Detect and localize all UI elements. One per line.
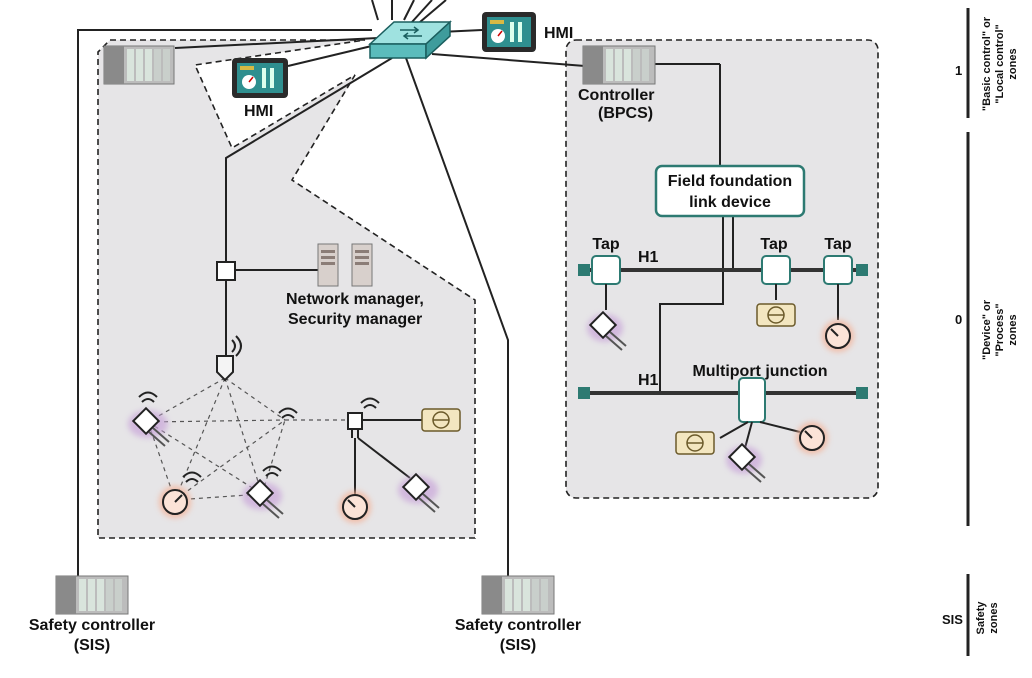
zone-0-line1: "Device" or [981,299,993,360]
wireless-signal-icon [278,407,298,419]
ff-label-line2: link device [689,194,771,211]
zone-0-line3: zones [1007,314,1019,345]
hmi-top-label: HMI [544,25,573,42]
safety-controller-left-icon [55,575,129,615]
h1-bus-upper [578,264,868,276]
safety-left-label-line1: Safety controller [29,617,155,634]
process-drop-wires [605,284,839,449]
controller-bpcs-icon [582,45,656,85]
tap-label-2: Tap [760,236,787,253]
zone-sis-line1: Safety [975,601,987,635]
safety-right-label-line1: Safety controller [455,617,581,634]
ff-label-line1: Field foundation [668,173,792,190]
ff-link-device-box [654,164,806,218]
ethernet-switch [368,20,452,60]
tap-label-3: Tap [824,236,851,253]
zone-legend: 1 "Basic control" or "Local control" zon… [942,8,1019,656]
tap-box-2 [761,255,791,285]
wireless-gauge-icon [159,471,202,518]
zone-1-number: 1 [955,63,962,78]
wireless-sensor-icon [128,391,170,447]
wireless-gateway-icon [216,335,242,382]
hmi-panel-top-icon [482,12,536,52]
controller-label-line1: Controller [578,87,654,104]
netmgr-label-line1: Network manager, [286,291,424,308]
multiport-junction-box [738,377,766,423]
netmgr-label-line2: Security manager [288,311,422,328]
h1-upper-label: H1 [638,249,659,266]
zone-1-line2: "Local control" [994,24,1006,104]
adapter-wires [354,419,422,494]
server-icon [317,243,373,287]
wireless-sensor-icon [242,465,284,519]
h1-lower-label: H1 [638,372,659,389]
zone-sis-line2: zones [988,602,1000,633]
tap-box-1 [591,255,621,285]
zone-1-line1: "Basic control" or [981,16,993,111]
tap-box-3 [823,255,853,285]
wireless-adapter-icon [347,397,380,438]
multiport-label: Multiport junction [692,363,827,380]
temperature-sensor-icon [398,472,440,513]
zone-1-line3: zones [1007,48,1019,79]
pressure-gauge-icon [796,422,828,454]
safety-right-label-line2: (SIS) [500,637,536,654]
pressure-gauge-icon [339,491,371,523]
flow-valve-icon [421,408,461,432]
flow-valve-icon [756,303,796,327]
controller-label-line2: (BPCS) [598,105,653,122]
wireless-zone-region [97,39,476,539]
controller-rack-topleft-icon [103,45,175,85]
network-wires [77,0,734,578]
safety-controller-right-icon [481,575,555,615]
tap-label-1: Tap [592,236,619,253]
h1-bus-lower [578,387,868,399]
zone-sis-number: SIS [942,612,963,627]
temperature-sensor-icon [726,442,766,483]
temperature-sensor-icon [587,310,627,351]
network-junction-box [216,261,236,281]
zone-0-line2: "Process" [994,303,1006,356]
zone-0-number: 0 [955,312,962,327]
hmi-panel-left-icon [232,58,288,98]
pressure-gauge-icon [822,320,854,352]
safety-left-label-line2: (SIS) [74,637,110,654]
hmi-left-label: HMI [244,103,273,120]
flow-valve-icon [675,431,715,455]
